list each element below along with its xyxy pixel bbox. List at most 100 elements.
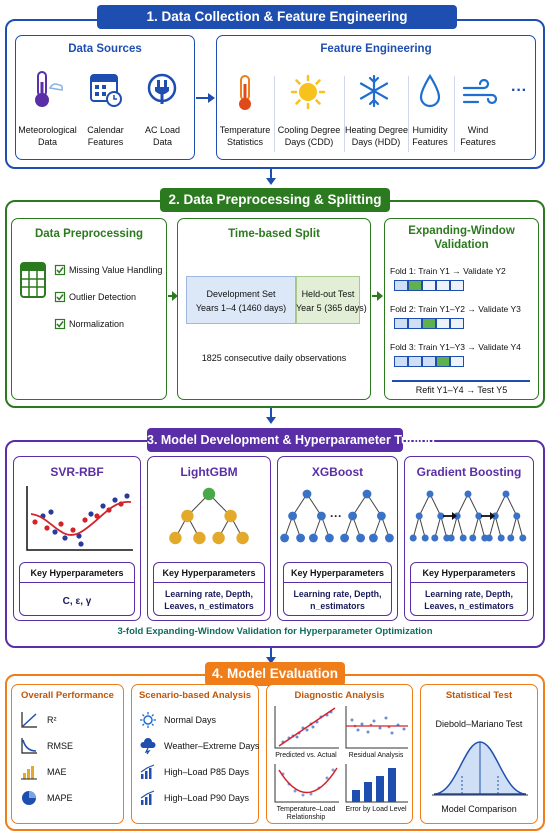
source-label-acload: AC Load Data — [144, 125, 181, 147]
hyperparameter-divider — [153, 582, 265, 583]
preprocessing-item: Missing Value Handling — [69, 265, 163, 275]
statistical-title: Statistical Test — [445, 690, 513, 701]
scenario-label: High–Load P85 Days — [164, 767, 250, 777]
dev-set-label: Development Set — [206, 289, 276, 299]
r-squared-icon — [21, 712, 37, 728]
temperature-load-plot — [274, 764, 339, 803]
scenario-title: Scenario-based Analysis — [138, 690, 252, 701]
arrow-down-icon — [266, 169, 276, 185]
refit-divider — [392, 380, 530, 382]
tree-ensemble-icon — [409, 490, 527, 542]
hyperparameter-list: Learning rate, Depth, Leaves, n_estimato… — [164, 589, 254, 611]
hyperparameter-divider — [410, 582, 528, 583]
fold-label: Fold 2: Train Y1–Y2 → Validate Y3 — [390, 304, 521, 314]
scenario-box — [131, 684, 259, 824]
fold-cell — [436, 318, 450, 329]
data-sources-title: Data Sources — [68, 43, 142, 55]
bell-curve-icon — [432, 741, 528, 796]
diag-label-error: Error by Load Level — [345, 806, 407, 813]
metric-label: R² — [47, 715, 57, 725]
snowflake-icon — [359, 74, 389, 108]
fold-cell — [422, 280, 436, 291]
fold-cell — [408, 356, 422, 367]
svr-scatter-icon — [26, 486, 133, 551]
fold-cell — [394, 280, 408, 291]
hyperparameter-divider — [19, 582, 135, 583]
fold-cell — [394, 356, 408, 367]
source-label-calendar: Calendar Features — [87, 125, 124, 147]
checkbox-checked-icon — [54, 318, 66, 330]
trend-chart-icon — [140, 764, 155, 779]
feature-label-hdd: Heating Degree Days (HDD) — [345, 125, 409, 147]
section4-title: 4. Model Evaluation — [205, 662, 345, 686]
preprocessing-item: Normalization — [69, 319, 125, 329]
split-note: 1825 consecutive daily observations — [201, 353, 347, 363]
fold-cell — [436, 356, 450, 367]
fold-cell — [422, 356, 436, 367]
feature-label-temperature: Temperature Statistics — [219, 125, 271, 147]
hyperparameter-box — [283, 562, 392, 616]
bar-chart-icon — [21, 766, 37, 780]
predicted-vs-actual-plot — [274, 706, 339, 749]
fold-cell — [450, 318, 464, 329]
more-features-ellipsis: ··· — [511, 82, 527, 99]
metric-label: MAPE — [47, 793, 73, 803]
svg-text:···: ··· — [330, 509, 342, 523]
divider — [408, 76, 409, 152]
hyperparameter-divider — [283, 582, 392, 583]
model-comparison-label: Model Comparison — [441, 804, 517, 814]
thermometer-icon — [239, 75, 251, 110]
model-name: LightGBM — [180, 465, 238, 479]
fold-cell — [422, 318, 436, 329]
fold-cell — [408, 318, 422, 329]
refit-label: Refit Y1–Y4 → Test Y5 — [415, 385, 508, 395]
fold-label: Fold 1: Train Y1 → Validate Y2 — [390, 266, 506, 276]
sun-icon — [140, 712, 156, 728]
hyperparameter-title: Key Hyperparameters — [30, 568, 124, 578]
error-by-load-plot — [345, 764, 408, 803]
hyperparameter-box — [410, 562, 528, 616]
fold-cell — [450, 280, 464, 291]
divider — [344, 76, 345, 152]
section3-footer: 3-fold Expanding-Window Validation for H… — [117, 626, 433, 637]
feature-label-wind: Wind Features — [460, 125, 496, 147]
model-name: SVR-RBF — [50, 465, 104, 479]
metric-label: MAE — [47, 767, 67, 777]
diag-label-templ: Temperature–Load Relationship — [276, 806, 336, 821]
test-set-sub: Year 5 (365 days) — [296, 303, 367, 313]
preprocessing-box — [11, 218, 167, 400]
arrow-down-icon — [266, 408, 276, 424]
section3-title: 3. Model Development & Hyperparameter Tu… — [147, 428, 435, 452]
plug-icon — [147, 73, 177, 104]
validation-box — [384, 218, 539, 400]
trend-chart-icon — [140, 790, 155, 805]
preprocessing-title: Data Preprocessing — [34, 228, 143, 240]
checkbox-checked-icon — [54, 264, 66, 276]
fold-label: Fold 3: Train Y1–Y3 → Validate Y4 — [390, 342, 521, 352]
hyperparameter-title: Key Hyperparameters — [290, 568, 385, 578]
model-name: XGBoost — [311, 465, 364, 479]
test-set-block — [296, 276, 360, 324]
arrow-down-icon — [266, 648, 276, 664]
overall-title: Overall Performance — [21, 690, 114, 701]
fold-cell — [436, 280, 450, 291]
spreadsheet-icon — [20, 262, 46, 298]
feature-label-humidity: Humidity Features — [412, 125, 448, 147]
dm-test-label: Diebold–Mariano Test — [435, 719, 523, 729]
feature-label-cdd: Cooling Degree Days (CDD) — [277, 125, 341, 147]
feature-engineering-box — [216, 35, 536, 160]
fold-cell — [394, 318, 408, 329]
checkbox-checked-icon — [54, 291, 66, 303]
dev-set-block — [186, 276, 296, 324]
scenario-label: Weather–Extreme Days — [164, 741, 260, 751]
hyperparameter-title: Key Hyperparameters — [422, 568, 516, 578]
diag-label-pred: Predicted vs. Actual — [275, 752, 337, 759]
residual-plot — [345, 706, 408, 749]
wind-icon — [462, 78, 498, 105]
divider — [274, 76, 275, 152]
pie-chart-icon — [22, 791, 36, 805]
split-title: Time-based Split — [228, 228, 320, 240]
hyperparameter-box — [19, 562, 135, 616]
thermometer-icon — [35, 71, 63, 107]
scenario-label: High–Load P90 Days — [164, 793, 250, 803]
